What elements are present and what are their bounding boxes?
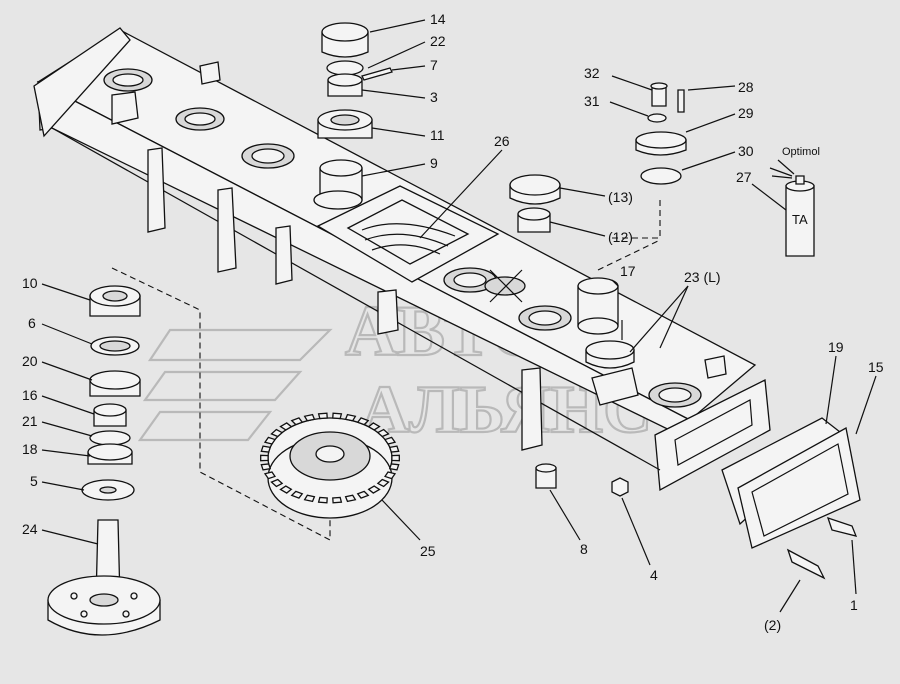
gear-tooth: [317, 412, 328, 420]
callout-27: 27: [736, 169, 752, 185]
bracket-top-1: [111, 91, 139, 125]
main-frame: [33, 27, 771, 492]
bracket-top-2: [199, 61, 221, 85]
part-15-cover: [737, 426, 861, 549]
bracket-1: [147, 147, 166, 233]
part-2-bolt: [786, 548, 826, 580]
gear-tooth: [303, 413, 316, 422]
upper-bearing-stack: [313, 22, 393, 210]
callout-28: 28: [738, 79, 754, 95]
omitted-ring: [484, 276, 526, 296]
callout-23: 23 (L): [684, 269, 721, 285]
gear-tooth: [290, 490, 304, 499]
bracket-top-3: [704, 355, 727, 379]
callout-9: 9: [430, 155, 438, 171]
callout-7: 7: [430, 57, 438, 73]
leader-dashed-assembly: [111, 267, 331, 541]
gear-tooth: [344, 413, 357, 422]
part-28-pin: [677, 89, 685, 113]
part-7-pin: [361, 67, 393, 81]
gear-tooth: [260, 445, 272, 453]
callout-21: 21: [22, 413, 38, 429]
callout-11: 11: [430, 127, 445, 143]
gear-tooth: [290, 417, 304, 426]
callout-18: 18: [22, 441, 38, 457]
gear-tooth: [356, 490, 370, 499]
callout-24: 24: [22, 521, 38, 537]
callout-17: 17: [620, 263, 636, 279]
callout-20: 20: [22, 353, 38, 369]
spray-can: TA: [769, 159, 815, 257]
bracket-3: [275, 225, 293, 285]
callout-8: 8: [580, 541, 588, 557]
callout-4: 4: [650, 567, 658, 583]
callout-15: 15: [868, 359, 884, 375]
lower-bearing-stack: [47, 285, 161, 636]
callout-26: 26: [494, 133, 510, 149]
gear-tooth: [260, 454, 269, 462]
part-25-gear: [260, 412, 400, 519]
leader-lines: [41, 19, 877, 613]
gear-tooth: [367, 422, 381, 431]
callout-3: 3: [430, 89, 438, 105]
gear-tooth: [263, 471, 276, 480]
gear-tooth: [388, 445, 400, 453]
callout-10: 10: [22, 275, 38, 291]
callout-29: 29: [738, 105, 754, 121]
gear-tooth: [376, 428, 390, 438]
part-30-oring: [640, 167, 682, 185]
callout-32: 32: [584, 65, 600, 81]
frame-left-flange: [33, 27, 131, 138]
spray-can-label: TA: [792, 212, 808, 227]
callout-2: (2): [764, 617, 781, 633]
callout-12: (12): [608, 229, 633, 245]
gear-tooth: [279, 485, 293, 494]
gear-tooth: [279, 422, 293, 431]
part-hub: [591, 367, 639, 406]
gear-tooth: [391, 454, 400, 462]
part-21-ring: [89, 430, 131, 446]
gear-tooth: [263, 436, 276, 445]
lube-fitting-group: [635, 82, 687, 185]
gear-tooth: [317, 496, 328, 504]
callout-14: 14: [430, 11, 446, 27]
gear-tooth: [384, 436, 397, 445]
gear-tooth: [356, 417, 370, 426]
gear-tooth: [367, 485, 381, 494]
callout-5: 5: [30, 473, 38, 489]
gear-tooth: [332, 412, 343, 420]
callouts: 14 22 7 3 11 9 26 (13) (12) 32 28 31 29 …: [22, 11, 884, 633]
gear-tooth: [303, 494, 316, 503]
callout-6: 6: [28, 315, 36, 331]
callout-31: 31: [584, 93, 600, 109]
bracket-5: [521, 367, 543, 451]
lubricant-brand: Optimol: [782, 146, 820, 158]
callout-1: 1: [850, 597, 858, 613]
callout-25: 25: [420, 543, 436, 559]
bracket-2: [217, 187, 237, 273]
gear-tooth: [332, 496, 343, 504]
part-22-washer: [326, 60, 364, 76]
gear-tooth: [270, 428, 284, 438]
callout-13: (13): [608, 189, 633, 205]
callout-16: 16: [22, 387, 38, 403]
part-31-washer: [647, 113, 667, 123]
frame-front-face: [37, 80, 691, 442]
gear-tooth: [376, 478, 390, 488]
gear-tooth: [344, 494, 357, 503]
bracket-4: [377, 289, 399, 335]
gear-tooth: [388, 463, 400, 471]
leader-dashed-12: [612, 196, 661, 239]
callout-19: 19: [828, 339, 844, 355]
gear-tooth: [270, 478, 284, 488]
part-1-bolt: [826, 516, 858, 537]
watermark-logo-stripes: [137, 328, 333, 442]
callout-22: 22: [430, 33, 446, 49]
gear-tooth: [260, 463, 272, 471]
callout-30: 30: [738, 143, 754, 159]
gear-tooth: [384, 471, 397, 480]
part-4-nut: [611, 477, 629, 497]
